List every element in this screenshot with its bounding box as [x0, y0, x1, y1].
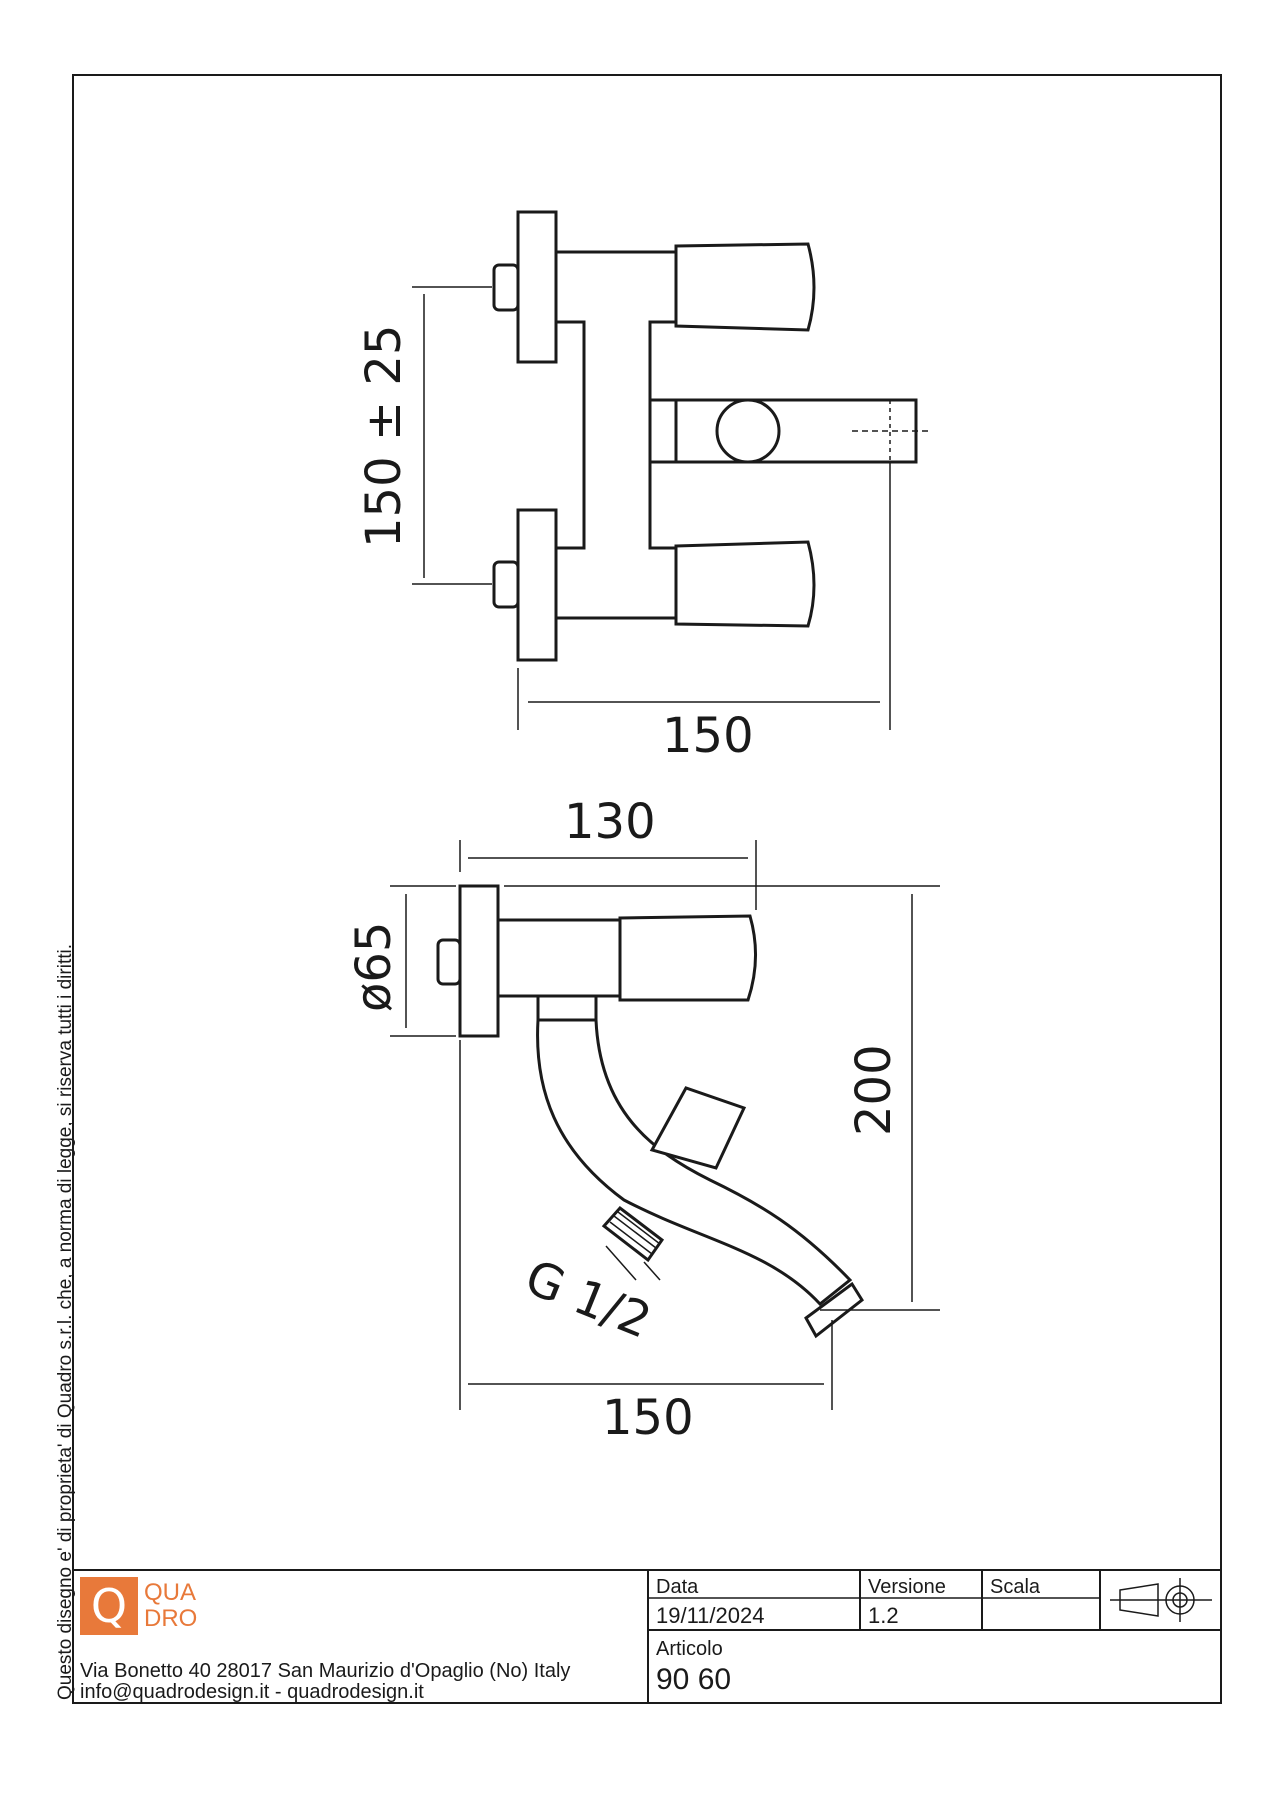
- side-view: [436, 884, 864, 1339]
- thread-lines: [609, 1211, 661, 1255]
- side-flange: [458, 884, 500, 1038]
- side-view-dimensions: [390, 840, 940, 1410]
- side-body-collar: [536, 994, 598, 1022]
- logo-line1: QUA: [144, 1579, 197, 1606]
- quadro-logo: Q QUA DRO: [80, 1577, 240, 1635]
- article-value: 90 60: [656, 1663, 732, 1696]
- dim-projection: 130: [564, 794, 656, 850]
- scale-label: Scala: [990, 1576, 1041, 1598]
- lower-wall-nut: [492, 560, 520, 609]
- date-value: 19/11/2024: [656, 1603, 765, 1628]
- top-view-dimensions: [412, 286, 891, 730]
- dim-height: 200: [846, 1044, 902, 1136]
- logo-line2: DRO: [144, 1605, 198, 1632]
- lower-flange: [516, 508, 558, 662]
- diverter-knob: [649, 1086, 747, 1170]
- logo-mark: Q: [80, 1577, 138, 1635]
- dim-center-distance: 150 ± 25: [356, 325, 412, 548]
- version-value: 1.2: [868, 1603, 899, 1628]
- company-address: Via Bonetto 40 28017 San Maurizio d'Opag…: [80, 1660, 571, 1682]
- mixer-body: [556, 250, 676, 620]
- version-label: Versione: [868, 1576, 946, 1598]
- article-label: Articolo: [656, 1638, 723, 1660]
- top-view: [492, 210, 932, 662]
- diverter-knob-top: [715, 398, 781, 464]
- side-spout: [536, 1018, 853, 1307]
- lower-handle: [674, 540, 816, 628]
- date-label: Data: [656, 1576, 699, 1598]
- dim-side-width: 150: [602, 1390, 694, 1446]
- side-handle: [618, 914, 757, 1002]
- side-wall-nut: [436, 938, 462, 986]
- upper-wall-nut: [492, 263, 520, 312]
- dim-top-width: 150: [662, 708, 754, 764]
- projection-symbol: [1110, 1578, 1212, 1622]
- upper-flange: [516, 210, 558, 364]
- upper-handle: [674, 242, 816, 332]
- title-block-grid: [72, 1569, 1222, 1704]
- dim-flange-diameter: ø65: [346, 922, 402, 1012]
- company-contact: info@quadrodesign.it - quadrodesign.it: [80, 1681, 424, 1703]
- dim-thread: G 1/2: [518, 1249, 659, 1350]
- shower-outlet: [601, 1205, 665, 1263]
